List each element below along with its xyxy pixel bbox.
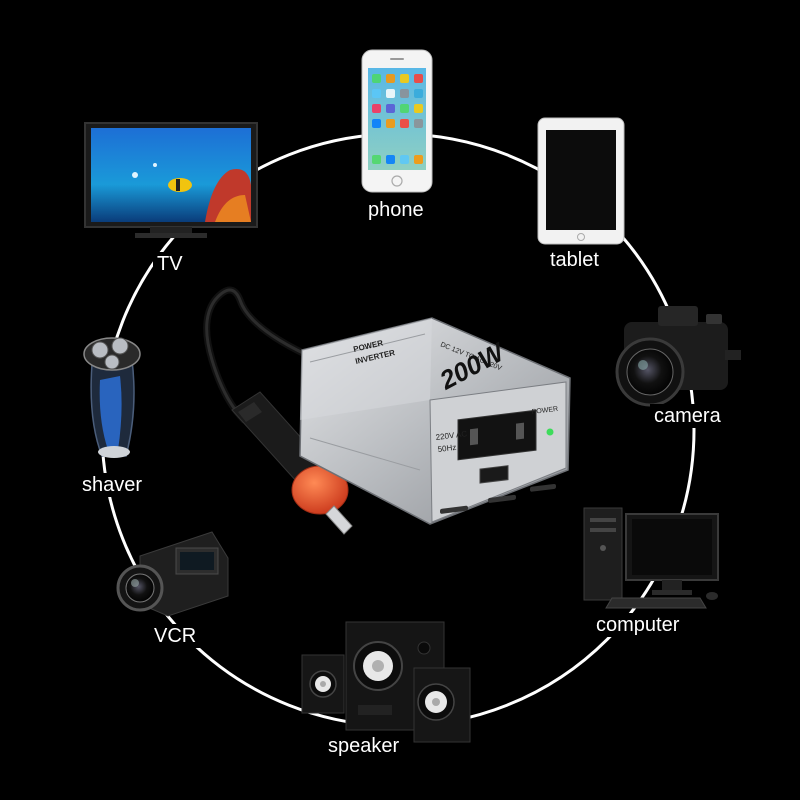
label-phone: phone	[364, 198, 428, 222]
inverter-output-line2: 50Hz	[437, 443, 457, 454]
computer-icon	[583, 507, 719, 609]
inverter-output-line1: 220V AC	[435, 429, 468, 442]
label-tv: TV	[153, 252, 187, 276]
label-camera: camera	[650, 404, 725, 428]
label-tablet: tablet	[546, 248, 603, 272]
usb-port	[479, 465, 509, 484]
ac-socket	[457, 409, 537, 461]
label-speaker: speaker	[324, 734, 404, 758]
tv-icon	[84, 122, 258, 238]
label-computer: computer	[592, 613, 684, 637]
shaver-icon	[83, 337, 141, 458]
label-shaver: shaver	[78, 473, 147, 497]
tablet-icon	[537, 117, 625, 245]
phone-icon	[361, 49, 433, 193]
camera-icon	[615, 306, 741, 407]
speaker-icon	[301, 621, 471, 743]
power-inverter: POWER INVERTER DC 12V TO AC 220V 200W 22…	[203, 286, 571, 535]
inverter-power-indicator: POWER	[531, 406, 558, 416]
power-led	[546, 428, 554, 436]
label-vcr: VCR	[150, 624, 201, 648]
vcr-icon	[116, 531, 229, 617]
